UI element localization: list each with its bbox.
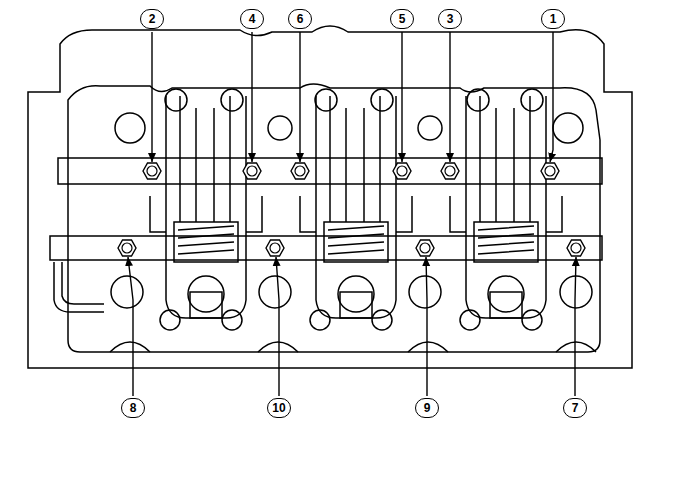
leader-lines <box>128 32 576 396</box>
callout-number: 7 <box>563 398 587 418</box>
callout-number: 2 <box>140 9 164 29</box>
callout-number: 5 <box>390 9 414 29</box>
callout-number: 4 <box>240 9 264 29</box>
callout-number: 9 <box>415 398 439 418</box>
callout-number: 3 <box>438 9 462 29</box>
callout-number: 8 <box>121 398 145 418</box>
callout-number: 1 <box>541 9 565 29</box>
callout-number: 6 <box>288 9 312 29</box>
callout-number: 10 <box>267 398 291 418</box>
